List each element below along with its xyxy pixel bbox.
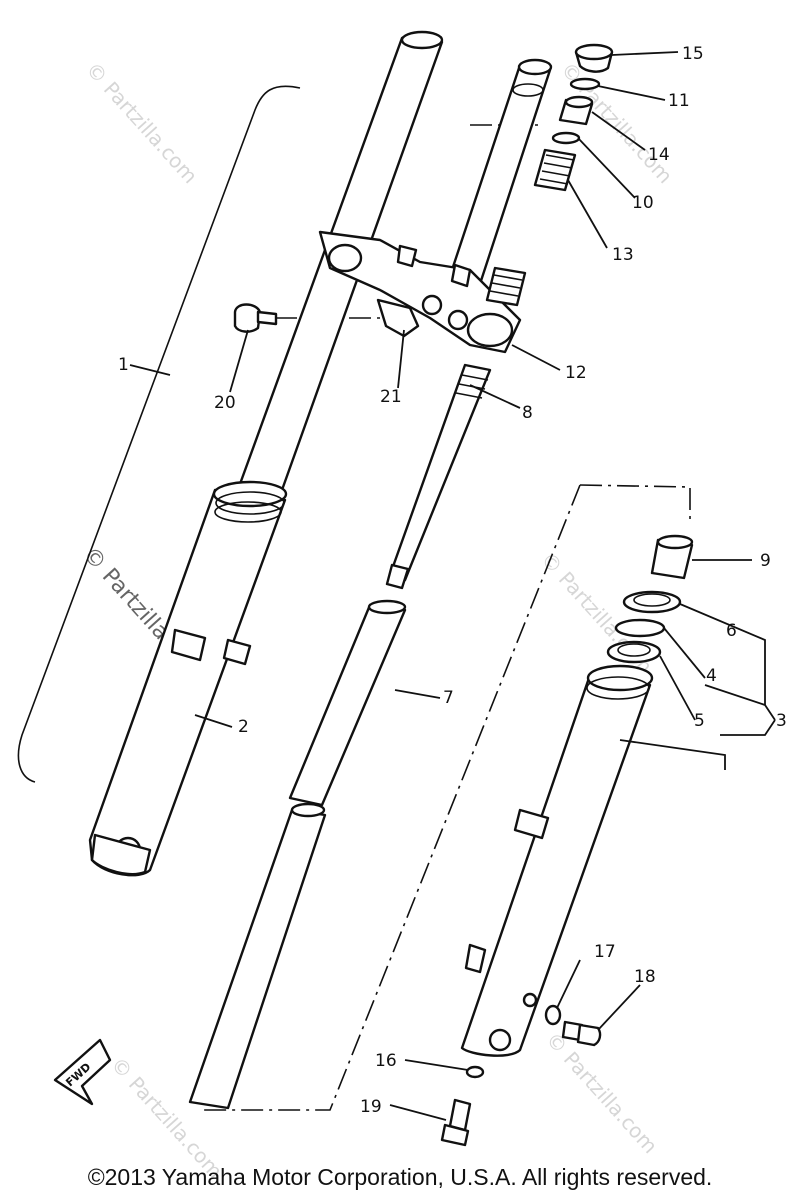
- callout-16: 16: [375, 1051, 397, 1071]
- guide-line-right-leg-2: [200, 484, 581, 1111]
- bolt-18: [561, 1020, 602, 1047]
- callouts: 15 11 14 10 13 12 8 1 20 21 9 6 4 3 5 7 …: [118, 44, 787, 1117]
- callout-12: 12: [565, 363, 587, 383]
- leader-lines: [129, 51, 776, 1121]
- oil-seal-6: [622, 590, 682, 614]
- callout-21: 21: [380, 387, 402, 407]
- collar-9: [650, 534, 694, 580]
- collar-14: [558, 95, 594, 126]
- callout-18: 18: [634, 967, 656, 987]
- copyright-notice: ©2013 Yamaha Motor Corporation, U.S.A. A…: [87, 1164, 713, 1190]
- callout-8: 8: [522, 403, 533, 423]
- callout-20: 20: [214, 393, 236, 413]
- callout-9: 9: [760, 551, 771, 571]
- fwd-arrow: FWD: [53, 1038, 112, 1106]
- callout-11: 11: [668, 91, 690, 111]
- spring-13: [485, 148, 577, 307]
- callout-3: 3: [776, 711, 787, 731]
- washer-17: [544, 1004, 562, 1026]
- callout-4: 4: [706, 666, 717, 686]
- cap-15: [574, 43, 614, 73]
- callout-2: 2: [238, 717, 249, 737]
- watermark-1: © Partzilla.com: [81, 57, 202, 188]
- outer-tube-left: [88, 480, 288, 877]
- callout-19: 19: [360, 1097, 382, 1117]
- damper-rod-8: [385, 363, 492, 590]
- washer-5: [606, 640, 662, 664]
- clip-4: [614, 618, 666, 638]
- bolt-19: [440, 1098, 472, 1147]
- under-bracket: [318, 230, 522, 354]
- guide-line-right-leg: [579, 484, 691, 520]
- callout-6: 6: [726, 621, 737, 641]
- fork-spring-7: [188, 599, 407, 1110]
- callout-13: 13: [612, 245, 634, 265]
- o-ring-11: [569, 77, 601, 91]
- watermark-4: © Partzilla.com: [541, 1027, 662, 1158]
- callout-17: 17: [594, 942, 616, 962]
- callout-10: 10: [632, 193, 654, 213]
- callout-15: 15: [682, 44, 704, 64]
- outer-tube-right: [460, 664, 654, 1057]
- steering-stem-tube: [446, 58, 553, 292]
- clamp-21: [376, 298, 420, 338]
- callout-5: 5: [694, 711, 705, 731]
- bolt-20: [233, 303, 278, 333]
- assembly-1-bracket: [17, 85, 301, 783]
- callout-7: 7: [443, 688, 454, 708]
- gasket-16: [465, 1065, 485, 1079]
- washer-10: [551, 131, 581, 145]
- callout-1: 1: [118, 355, 129, 375]
- callout-14: 14: [648, 145, 670, 165]
